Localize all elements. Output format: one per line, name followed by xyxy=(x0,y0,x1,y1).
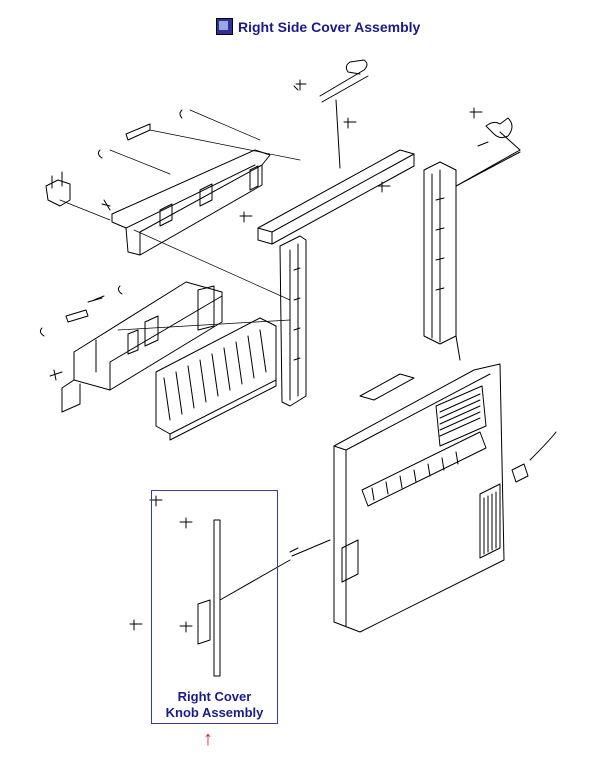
knob-assembly-parts xyxy=(129,495,291,677)
leader-lines xyxy=(59,109,301,331)
square-button-icon xyxy=(216,18,233,35)
knob-assembly-callout[interactable]: Right Cover Knob Assembly xyxy=(151,490,278,724)
lower-left-guide-assembly xyxy=(39,281,277,441)
top-cable-rod xyxy=(293,59,369,169)
page-title: Right Side Cover Assembly xyxy=(238,18,421,35)
middle-long-bar xyxy=(239,117,415,245)
up-arrow-icon: ↑ xyxy=(203,728,213,750)
knob-assembly-label: Right Cover Knob Assembly xyxy=(152,689,277,721)
knob-label-line1: Right Cover xyxy=(177,689,252,704)
knob-label-line2: Knob Assembly xyxy=(165,705,264,720)
right-side-cover-panel xyxy=(289,363,557,633)
title-link[interactable]: Right Side Cover Assembly xyxy=(216,18,420,35)
center-vertical-bracket xyxy=(279,235,307,407)
right-vertical-channel xyxy=(423,107,521,361)
